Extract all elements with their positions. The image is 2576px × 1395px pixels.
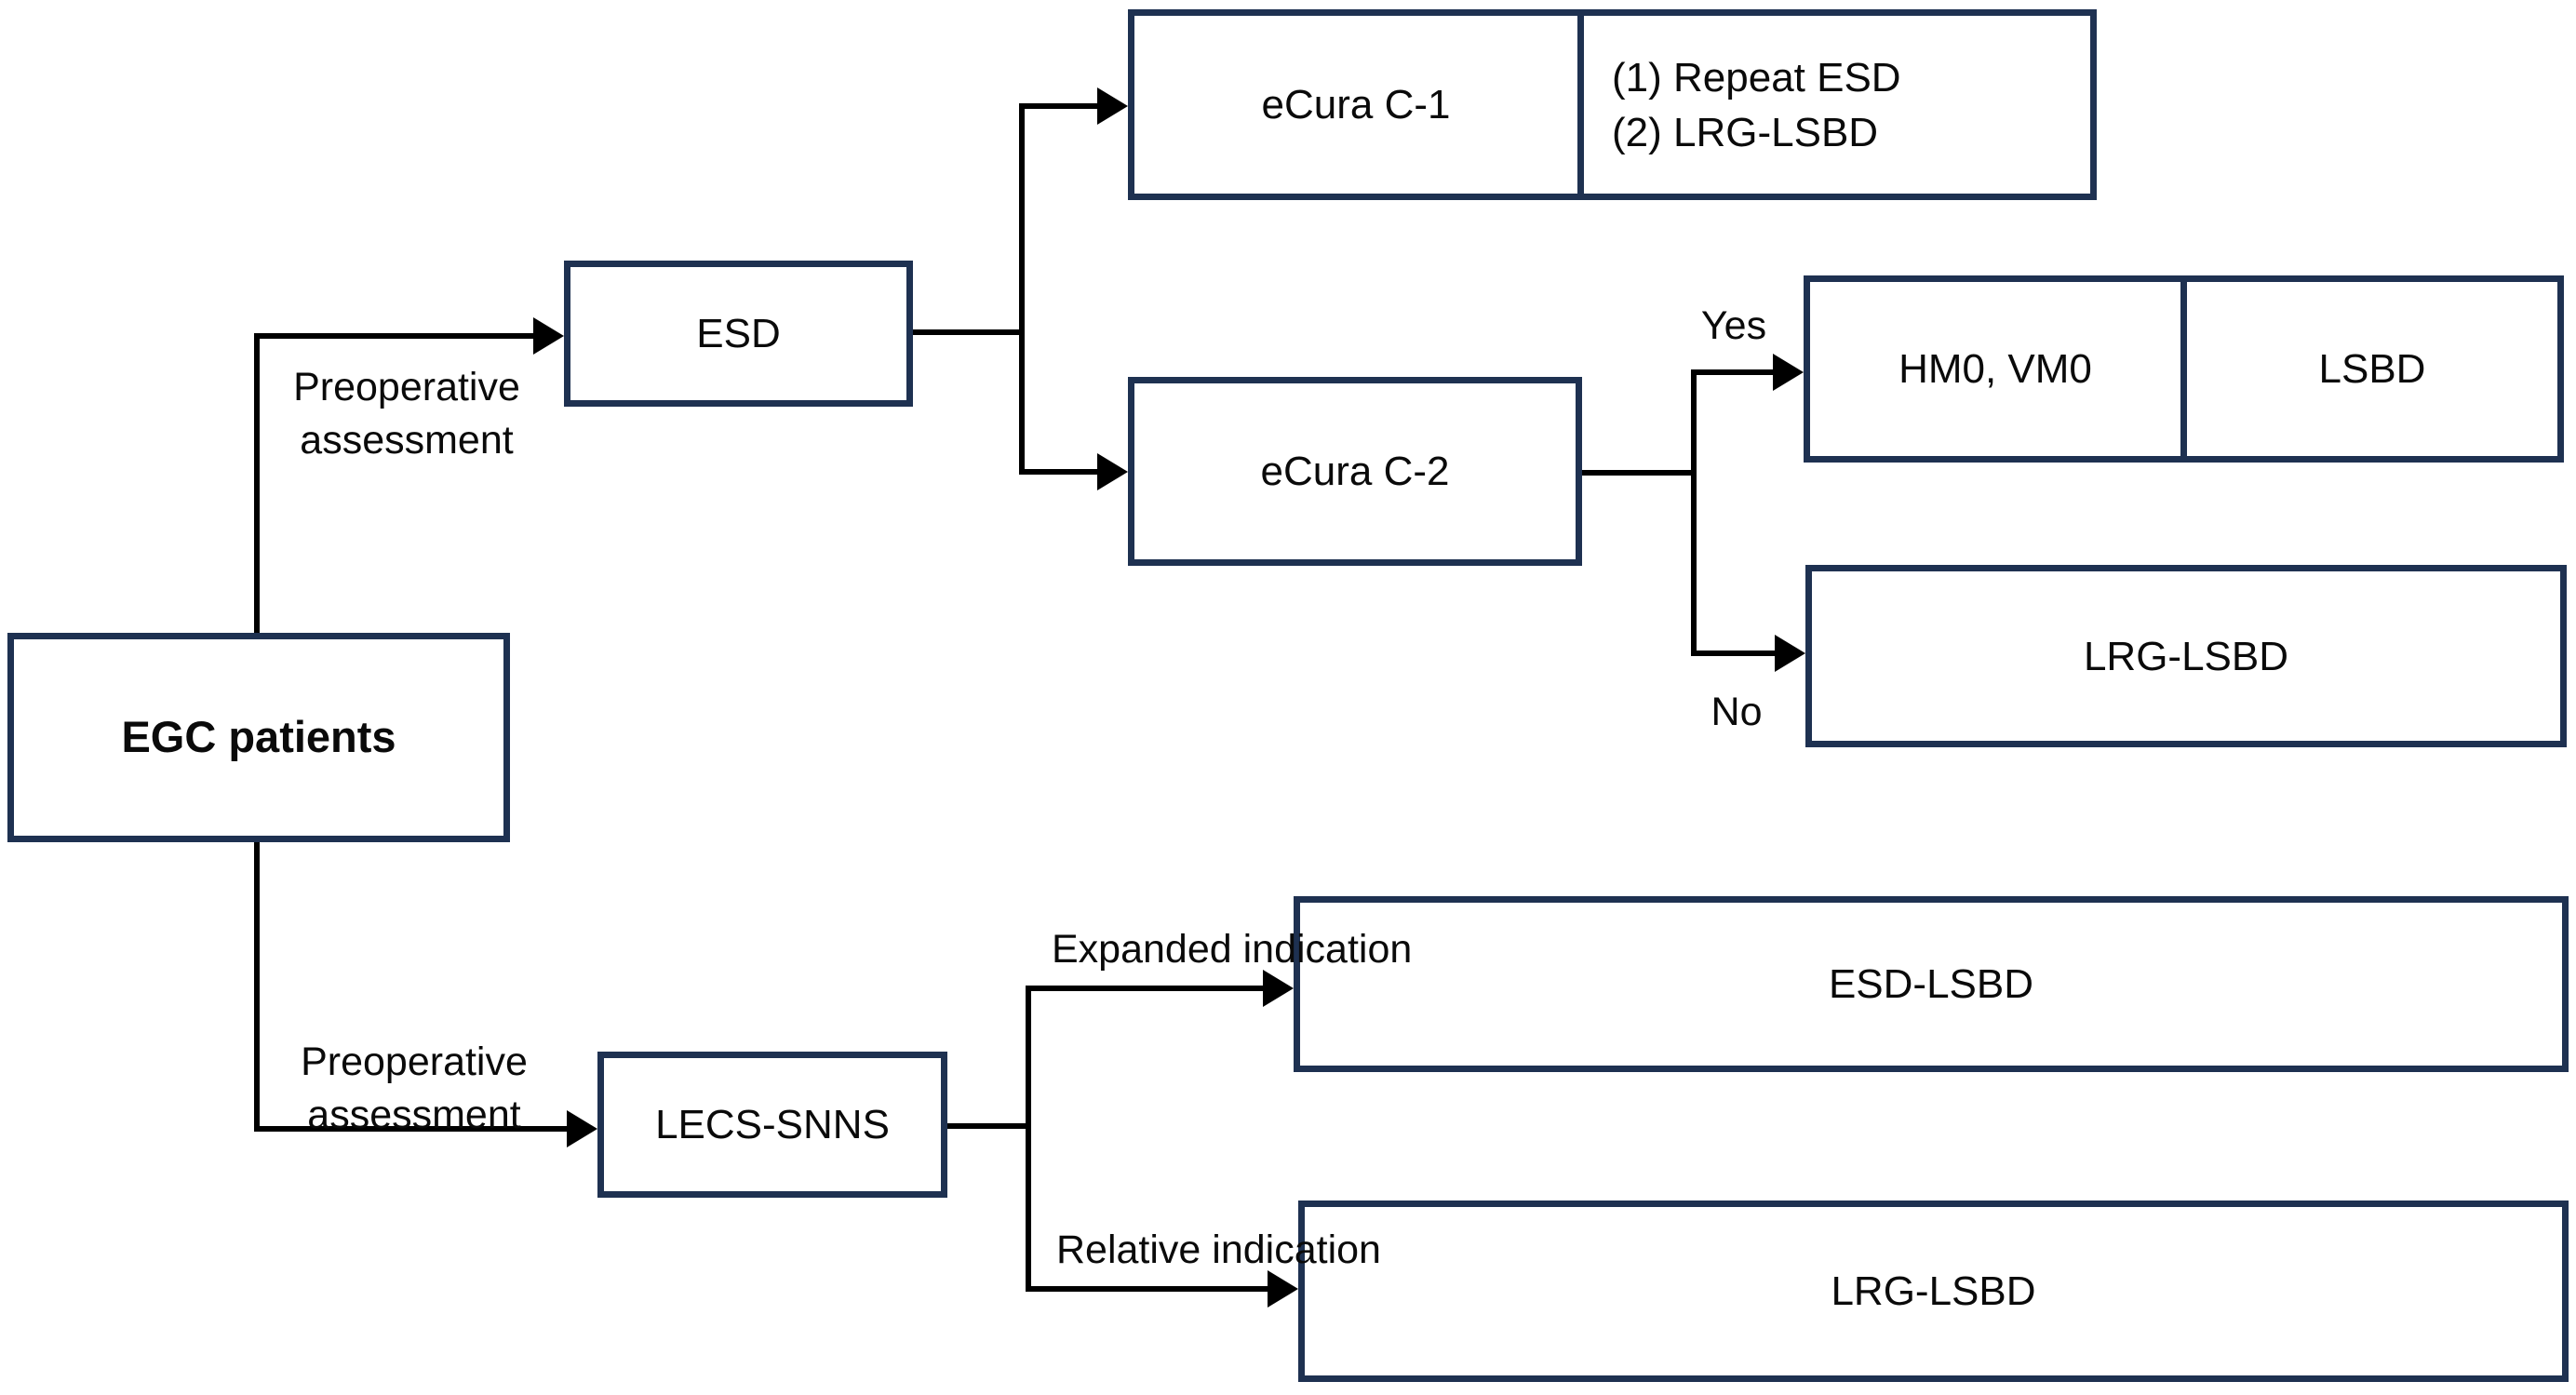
node-hm0-vm0: HM0, VM0	[1810, 282, 2180, 456]
node-lrg-lsbd-relative: LRG-LSBD	[1298, 1201, 2569, 1382]
node-lecs-snns: LECS-SNNS	[597, 1052, 947, 1198]
node-ecura-c1-group: eCura C-1 (1) Repeat ESD (2) LRG-LSBD	[1128, 9, 2097, 200]
label-preoperative-bottom-line1: Preoperative	[301, 1040, 528, 1084]
node-lsbd: LSBD	[2187, 282, 2557, 456]
label-preoperative-assessment-top: Preoperative assessment	[221, 361, 593, 467]
node-esd-label: ESD	[696, 311, 781, 356]
arrowhead-to-ecura-c2-icon	[1097, 453, 1128, 490]
cell-divider	[2180, 282, 2187, 456]
label-preoperative-top-line2: assessment	[300, 418, 514, 463]
arrowhead-relative-icon	[1268, 1270, 1298, 1308]
ecura-c1-result-line1: (1) Repeat ESD	[1612, 54, 1901, 101]
connector-to-esd	[254, 333, 536, 339]
label-expanded-indication: Expanded indication	[1052, 927, 1413, 972]
node-ecura-c1-label: eCura C-1	[1261, 82, 1451, 127]
connector-to-ecura-c1	[1019, 103, 1100, 109]
node-ecura-c1-result: (1) Repeat ESD (2) LRG-LSBD	[1584, 16, 2090, 194]
node-ecura-c1: eCura C-1	[1134, 16, 1577, 194]
connector-expanded-indication	[1026, 986, 1266, 991]
connector-yes-no-vertical	[1691, 369, 1697, 656]
node-lrg-lsbd-no-label: LRG-LSBD	[2083, 633, 2289, 679]
connector-indication-vertical	[1026, 986, 1031, 1292]
arrowhead-expanded-icon	[1263, 970, 1294, 1007]
label-preoperative-bottom-line2: assessment	[307, 1093, 521, 1137]
node-egc-patients-label: EGC patients	[121, 712, 396, 762]
label-yes: Yes	[1700, 303, 1767, 348]
connector-egc-to-bottom-branch	[254, 842, 260, 1132]
node-egc-patients: EGC patients	[7, 633, 510, 842]
arrowhead-yes-icon	[1773, 354, 1804, 391]
arrowhead-to-ecura-c1-icon	[1097, 87, 1128, 125]
node-esd: ESD	[564, 261, 913, 407]
label-preoperative-top-line1: Preoperative	[293, 365, 520, 409]
node-hm0-vm0-group: HM0, VM0 LSBD	[1804, 275, 2564, 463]
connector-lecs-exit	[947, 1123, 1031, 1129]
arrowhead-to-esd-icon	[533, 317, 564, 355]
connector-relative-indication	[1026, 1286, 1270, 1292]
node-esd-lsbd-label: ESD-LSBD	[1828, 961, 2034, 1007]
connector-egc-to-top-branch	[254, 333, 260, 633]
label-preoperative-assessment-bottom: Preoperative assessment	[228, 1036, 600, 1142]
connector-no	[1691, 651, 1778, 656]
arrowhead-to-lecs-icon	[567, 1110, 597, 1147]
node-esd-lsbd: ESD-LSBD	[1294, 896, 2569, 1072]
node-lrg-lsbd-no: LRG-LSBD	[1805, 565, 2567, 747]
connector-yes	[1691, 369, 1776, 375]
node-lsbd-label: LSBD	[2318, 346, 2426, 392]
connector-esd-branch-vertical	[1019, 103, 1025, 475]
label-no: No	[1711, 690, 1763, 734]
ecura-c1-result-line2: (2) LRG-LSBD	[1612, 109, 1879, 155]
node-lrg-lsbd-relative-label: LRG-LSBD	[1831, 1268, 2036, 1314]
cell-divider	[1577, 16, 1584, 194]
node-ecura-c2-label: eCura C-2	[1260, 449, 1450, 494]
connector-to-lecs-snns	[254, 1126, 570, 1132]
connector-esd-exit	[913, 329, 1025, 335]
label-relative-indication: Relative indication	[1056, 1227, 1381, 1272]
node-hm0-vm0-label: HM0, VM0	[1898, 346, 2092, 392]
node-ecura-c2: eCura C-2	[1128, 377, 1582, 566]
connector-to-ecura-c2	[1019, 469, 1100, 475]
node-lecs-snns-label: LECS-SNNS	[655, 1102, 890, 1147]
arrowhead-no-icon	[1775, 635, 1805, 672]
connector-ecura-c2-exit	[1582, 470, 1697, 476]
